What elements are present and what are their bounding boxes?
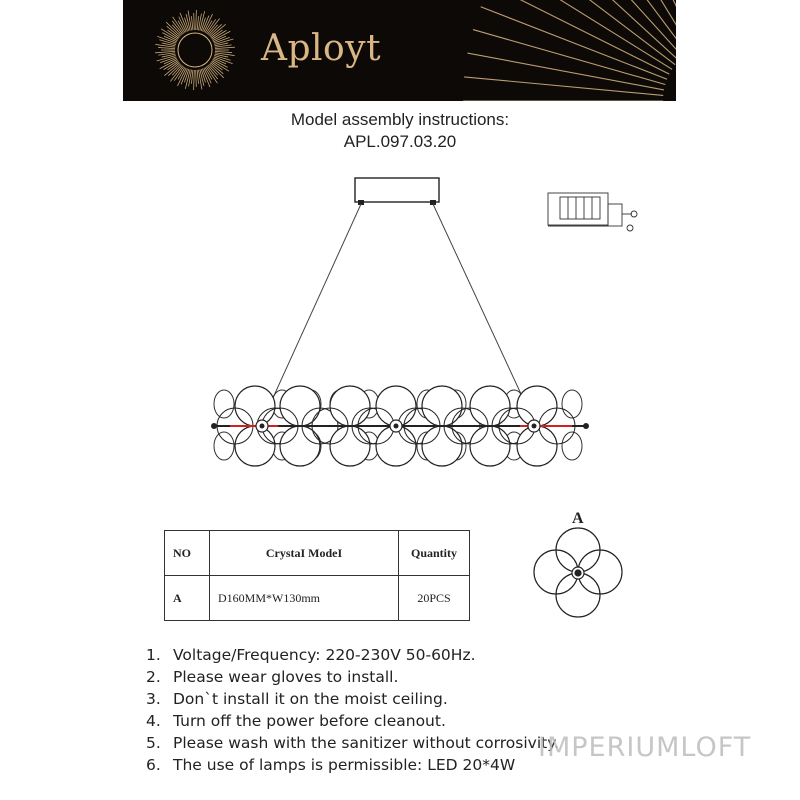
table-row: A D160MM*W130mm 20PCS <box>164 575 470 621</box>
list-item: 1.Voltage/Frequency: 220-230V 50-60Hz. <box>146 646 476 664</box>
suspension-wire-left <box>261 203 362 423</box>
list-item: 5.Please wash with the sanitizer without… <box>146 734 560 752</box>
brand-banner: Aployt <box>123 0 676 101</box>
wiring-diagram <box>547 192 638 232</box>
watermark: IMPERIUMLOFT <box>538 732 752 763</box>
crystal-detail-a <box>533 527 623 618</box>
table-header-row: NO CrystaI ModeI Quantity <box>164 530 470 576</box>
list-item: 4.Turn off the power before cleanout. <box>146 712 446 730</box>
crystal-fixture <box>211 385 589 467</box>
page-title: Model assembly instructions: <box>290 110 510 129</box>
list-item: 3.Don`t install it on the moist ceiling. <box>146 690 448 708</box>
ceiling-canopy <box>354 177 440 203</box>
header-quantity: Quantity <box>398 530 470 576</box>
detail-label: A <box>572 510 584 527</box>
cell-no: A <box>164 575 210 621</box>
suspension-wire-right <box>432 203 535 423</box>
instructions-list: 1.Voltage/Frequency: 220-230V 50-60Hz. 2… <box>146 644 559 776</box>
list-item: 6.The use of lamps is permissible: LED 2… <box>146 756 516 774</box>
header-crystal-model: CrystaI ModeI <box>209 530 399 576</box>
brand-name: Aployt <box>261 28 382 69</box>
cell-quantity: 20PCS <box>398 575 470 621</box>
model-number: APL.097.03.20 <box>343 132 457 151</box>
sunburst-logo <box>155 0 676 101</box>
header-no: NO <box>164 530 210 576</box>
list-item: 2.Please wear gloves to install. <box>146 668 399 686</box>
parts-table: NO CrystaI ModeI Quantity A D160MM*W130m… <box>164 530 470 621</box>
cell-model: D160MM*W130mm <box>209 575 399 621</box>
